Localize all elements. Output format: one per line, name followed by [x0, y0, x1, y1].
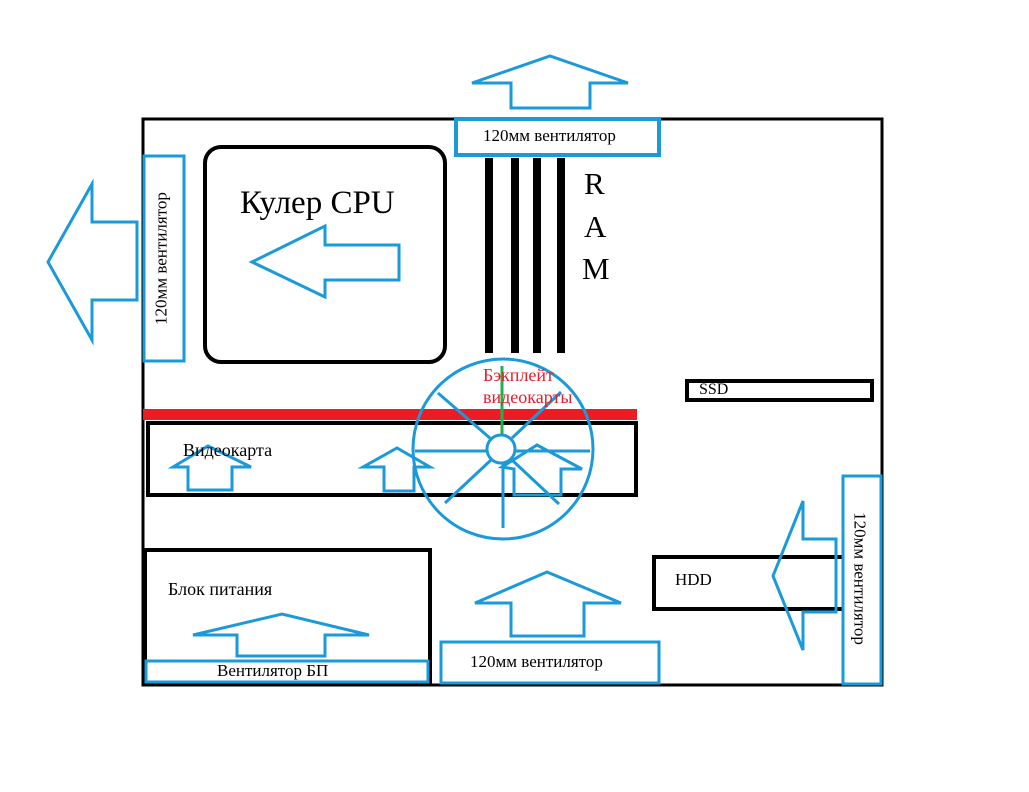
gpu-airflow-arrow-1-icon — [167, 444, 252, 492]
ram-letter-a: A — [584, 209, 607, 244]
gpu-box — [146, 421, 638, 497]
ram-stick-1 — [485, 158, 493, 353]
rear-fan-label: 120мм вентилятор — [151, 192, 171, 325]
ram-stick-2 — [511, 158, 519, 353]
gpu-label: Видеокарта — [183, 440, 273, 460]
ram-letter-m: M — [582, 251, 610, 286]
hdd-label: HDD — [675, 570, 712, 589]
ram-stick-3 — [533, 158, 541, 353]
ssd-label: SSD — [699, 381, 729, 398]
backplate-label-line-2: видеокарты — [483, 387, 573, 407]
psu-airflow-arrow-icon — [192, 612, 370, 658]
front-intake-arrow-icon — [771, 500, 838, 651]
top-exhaust-arrow-icon — [471, 54, 629, 110]
front-fan-label: 120мм вентилятор — [850, 512, 870, 645]
cpu-cooler-box — [203, 145, 447, 364]
top-fan — [454, 117, 661, 157]
top-fan-label: 120мм вентилятор — [483, 126, 616, 145]
gpu-airflow-arrow-3-icon — [497, 443, 583, 497]
psu-fan — [144, 659, 430, 684]
front-fan — [841, 474, 883, 686]
psu-fan-label: Вентилятор БП — [217, 661, 329, 680]
ram-letter-r: R — [584, 166, 605, 201]
bottom-intake-arrow-icon — [474, 570, 622, 638]
bottom-fan-label: 120мм вентилятор — [470, 652, 603, 671]
cpu-cooler-label: Кулер CPU — [240, 185, 395, 221]
psu-label: Блок питания — [168, 579, 273, 599]
rear-exhaust-arrow-icon — [46, 178, 139, 346]
gpu-airflow-arrow-2-icon — [357, 446, 436, 493]
bottom-fan — [439, 640, 661, 685]
ssd-box — [685, 379, 874, 402]
gpu-backplate — [143, 409, 637, 420]
backplate-label-line-1: Бэкплейт — [483, 365, 554, 385]
ram-stick-4 — [557, 158, 565, 353]
rear-fan — [142, 154, 186, 363]
gpu-fan-icon — [411, 357, 595, 541]
cpu-airflow-arrow-icon — [248, 223, 401, 300]
